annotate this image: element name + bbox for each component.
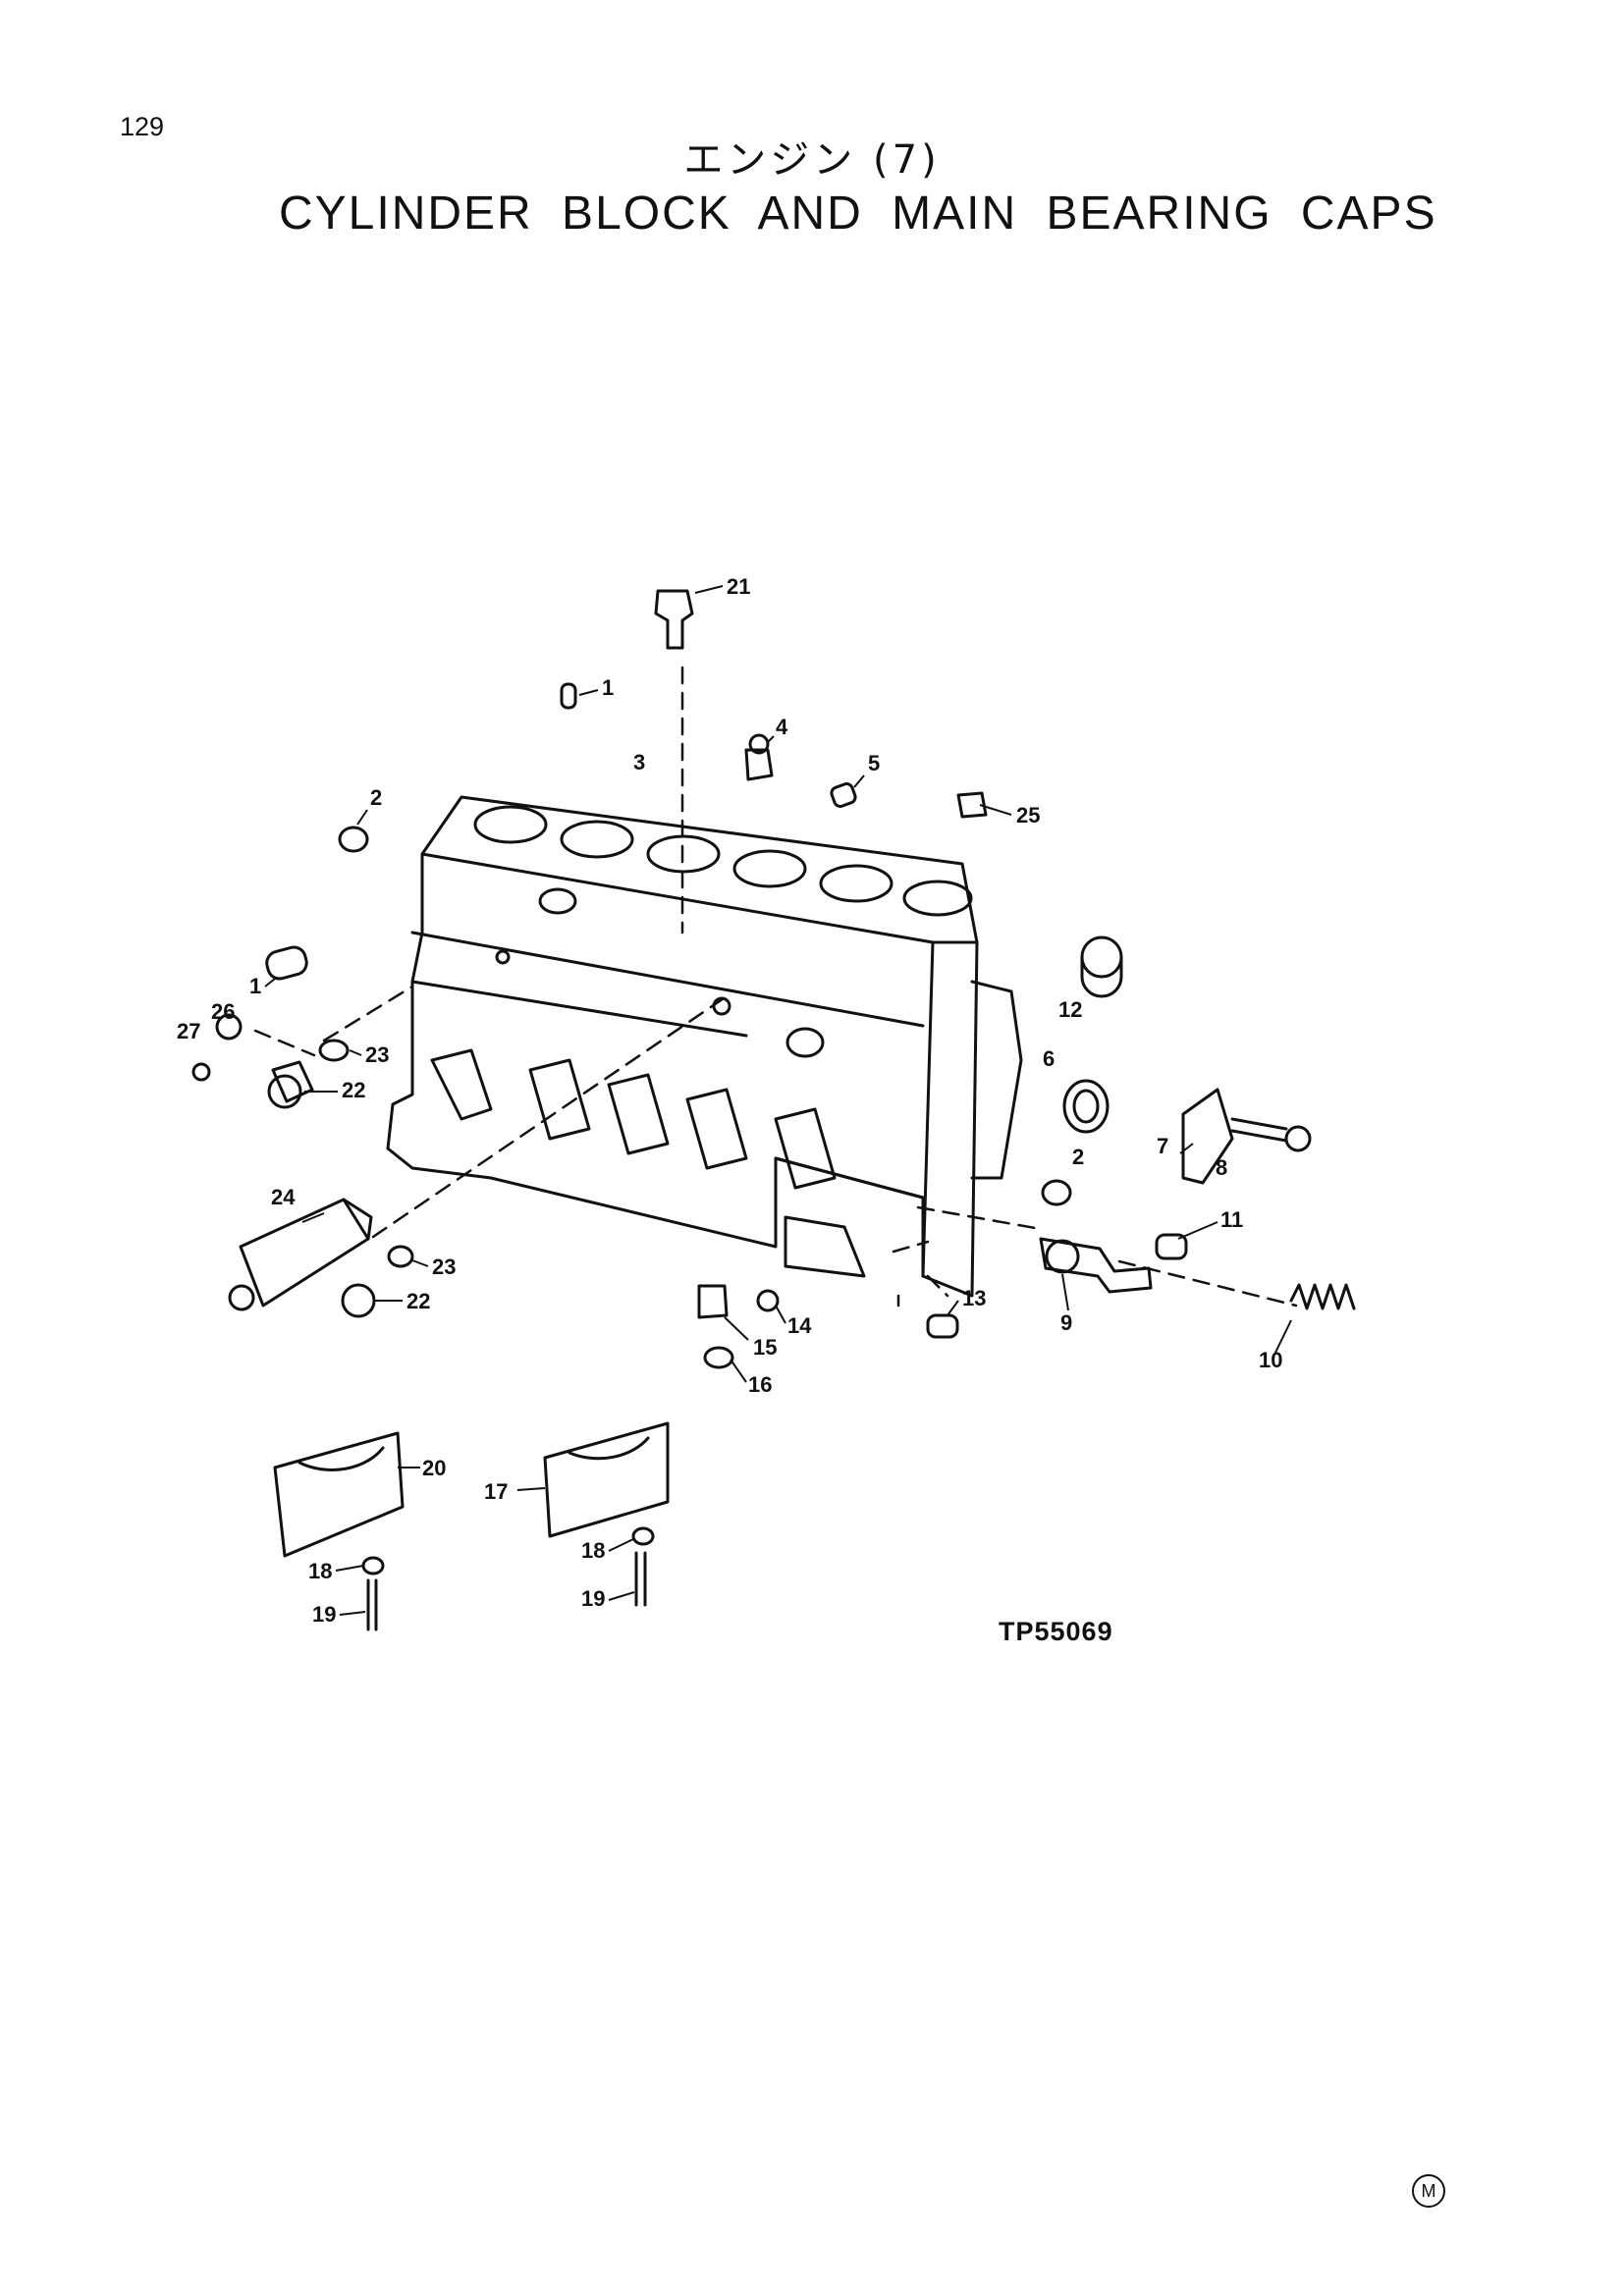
callout-17: 17 <box>484 1479 508 1504</box>
callout-4: 4 <box>776 715 788 739</box>
callout-27: 27 <box>177 1019 200 1043</box>
callout-10: 10 <box>1259 1348 1282 1372</box>
callout-2: 2 <box>370 785 382 810</box>
callout-14: 14 <box>787 1313 812 1338</box>
callout-6: 6 <box>1043 1046 1055 1071</box>
cylinder-block <box>386 795 1023 1298</box>
figure-code: TP55069 <box>999 1617 1113 1646</box>
callout-12: 12 <box>1058 997 1082 1022</box>
callout-9: 9 <box>1060 1310 1072 1335</box>
callout-22: 22 <box>342 1078 365 1102</box>
callout-19: 19 <box>581 1586 605 1611</box>
title-japanese: エンジン (7) <box>683 137 941 183</box>
callout-18: 18 <box>581 1538 605 1563</box>
callout-16: 16 <box>748 1372 772 1397</box>
callout-8: 8 <box>1216 1155 1227 1180</box>
callout-21: 21 <box>727 574 750 599</box>
page-number: 129 <box>120 112 165 141</box>
callout-23: 23 <box>432 1255 456 1279</box>
callout-18: 18 <box>308 1559 332 1583</box>
corner-mark: M <box>1412 2174 1445 2208</box>
callout-3: 3 <box>633 750 645 774</box>
callout-1: 1 <box>602 675 614 700</box>
callout-19: 19 <box>312 1602 336 1627</box>
callout-22: 22 <box>406 1289 430 1313</box>
callout-5: 5 <box>868 751 880 775</box>
callout-13: 13 <box>962 1286 986 1310</box>
callout-2: 2 <box>1072 1145 1084 1169</box>
callout-23: 23 <box>365 1042 389 1067</box>
callout-15: 15 <box>753 1335 777 1360</box>
callout-24: 24 <box>271 1185 296 1209</box>
callout-26: 26 <box>211 999 235 1024</box>
callout-11: 11 <box>1220 1207 1243 1232</box>
callout-25: 25 <box>1016 803 1040 828</box>
callout-1: 1 <box>249 974 261 998</box>
callout-7: 7 <box>1157 1134 1168 1158</box>
page-title: CYLINDER BLOCK AND MAIN BEARING CAPS <box>279 187 1437 240</box>
callout-20: 20 <box>422 1456 446 1480</box>
